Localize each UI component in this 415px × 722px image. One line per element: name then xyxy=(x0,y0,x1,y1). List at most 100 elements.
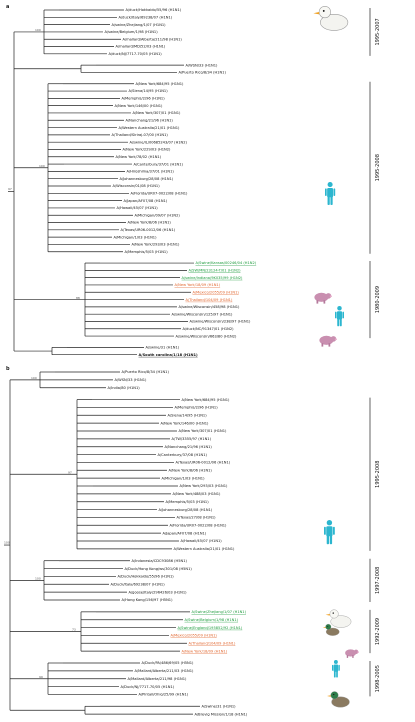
taxon-label: A/Thailand/104/09 (H1N1) xyxy=(186,298,233,302)
taxon-label: A/Nanchang/21/96 (H1N1) xyxy=(126,118,174,122)
taxon-label: A/SW/MN/23124-T/01 (H1N2) xyxy=(189,269,242,273)
taxon-label: A/South carolina/1/18 (H1N1) xyxy=(139,353,199,357)
taxon-label: A/Puerto Rico/8/34 (H1N1) xyxy=(122,370,170,374)
taxon-label: A/Florida/UR07-0022/08 (H1N1) xyxy=(170,523,228,527)
taxon-label: A/swine/Wisconsin/458/98 (H1N1) xyxy=(179,305,240,309)
taxon-label: A/Texas/UR06-0012/06 (H1N1) xyxy=(121,228,176,232)
taxon-label: A/Swine/Belgium/1/98 (H1N1) xyxy=(185,618,239,622)
taxon-label: A/Johannesburg/28/08 (H1N1) xyxy=(120,177,174,181)
taxon-label: A/Memphis/5/03 (H1N1) xyxy=(166,500,210,504)
taxon-label: A/Western Australia/21/01 (H1N1) xyxy=(119,126,181,130)
taxon-label: A/Western Australia/21/01 (H1N1) xyxy=(174,547,236,551)
taxon-label: A/Nanchang/21/96 (H1N1) xyxy=(165,445,213,449)
taxon-label: A/swine/Belgium/1/98 (H1N1) xyxy=(105,30,159,34)
taxon-label: A/Duck/NJ/7717-70/05 (H1N1) xyxy=(121,685,175,689)
taxon-label: A/Hawaii/45/07 (H1N1) xyxy=(117,206,159,210)
taxon-label: A/swine/Wisconsin/125/97 (H1N1) xyxy=(172,312,233,316)
taxon-label: A/Swine/31 (H1N1) xyxy=(202,704,237,708)
taxon-label: A/Wisconsin/01/08 (H1N1) xyxy=(113,184,161,188)
taxon-label: A/New York/18/09 (H1N1) xyxy=(175,283,221,287)
panel-b-tree: bA/Puerto Rico/8/34 (H1N1)A/WSN/33 (H1N1… xyxy=(4,366,381,716)
taxon-label: A/Texas/27/08 (H1N1) xyxy=(177,516,217,520)
panel-a-tree: aA/duck/Hokkaido/55/96 (H1N1)A/duck/Ital… xyxy=(6,4,381,357)
taxon-label: A/swine/31 (H1N1) xyxy=(146,346,180,350)
era-label: 1995-2008 xyxy=(375,461,381,488)
duck-icon xyxy=(322,623,340,636)
taxon-label: A/New York/8/06 (H1N1) xyxy=(169,468,213,472)
taxon-label: A/Michigan/1/03 (H1N1) xyxy=(162,476,206,480)
taxon-label: A/TW/3355/97 (H1N1) xyxy=(172,437,212,441)
taxon-label: A/Swine/England/195852/92 (H1N1) xyxy=(178,626,243,630)
taxon-label: A/Swine/Kansas/00246/04 (H1N2) xyxy=(196,261,257,265)
taxon-label: A/New York/684/95 (H1N1) xyxy=(136,82,184,86)
taxon-label: A/swine/Indiana/9K035/99 (H1N2) xyxy=(182,276,243,280)
taxon-label: A/Duck/Hokkaido/55/96 (H1N1) xyxy=(118,575,175,579)
taxon-label: A/Mallard/Alberta/211/03 (H1N1) xyxy=(135,669,194,673)
taxon-label: A/Hawaii/45/07 (H1N1) xyxy=(181,539,223,543)
taxon-label: A/goose/Italy/296426/03 (H1N1) xyxy=(129,590,188,594)
taxon-label: A/Canterbury/37/08 (H1N1) xyxy=(158,453,208,457)
taxon-label: A/Mallard/Alberta/211/98 (H1N1) xyxy=(128,677,187,681)
taxon-label: A/Japan/AF07/08 (H1N1) xyxy=(124,199,168,203)
taxon-label: A/duck/Hokkaido/55/96 (H1N1) xyxy=(126,8,182,12)
bootstrap-value: 100 xyxy=(39,164,45,168)
era-label: 1995-2008 xyxy=(375,154,381,181)
taxon-label: A/New York/8/06 (H1N1) xyxy=(128,221,172,225)
taxon-label: A/New York/78/02 (H1N1) xyxy=(116,155,162,159)
taxon-label: A/New York/684/95 (H1N1) xyxy=(182,398,230,402)
taxon-label: A/Brevig Mission/1/18 (H1N1) xyxy=(195,712,248,716)
taxon-label: A/New York/146/00 (H1N1) xyxy=(115,104,163,108)
era-label: 1997-2008 xyxy=(375,567,381,594)
taxon-label: A/Japan/AF07/08 (H1N1) xyxy=(163,531,207,535)
taxon-label: A/New York/229/03 (H1N2) xyxy=(123,148,171,152)
taxon-label: A/Johannesburg/28/08 (H1N1) xyxy=(159,508,213,512)
taxon-label: A/WSN/33 (H1N1) xyxy=(115,378,147,382)
duck-icon xyxy=(325,609,352,628)
taxon-label: A/Pintail/Ohio/25/99 (H1N1) xyxy=(139,693,189,697)
taxon-label: A/Hiroshima/37/01 (H1N1) xyxy=(127,170,175,174)
taxon-label: A/New York/488/03 (H1N1) xyxy=(173,492,221,496)
taxon-label: A/New York/293/03 (H1N1) xyxy=(180,484,228,488)
bootstrap-value: 100 xyxy=(35,28,41,32)
taxon-label: A/India/80 (H1N1) xyxy=(108,386,141,390)
pig-icon xyxy=(319,335,337,347)
taxon-label: A/Canterbury/37/01 (H1N1) xyxy=(134,162,184,166)
human-icon xyxy=(324,520,335,545)
bootstrap-value: 73 xyxy=(72,628,76,632)
taxon-label: A/Indonesia/CDC93086 (H5N1) xyxy=(132,559,188,563)
taxon-label: A/Puerto Rico/8/34 (H1N1) xyxy=(179,71,227,75)
taxon-label: A/Michigan/1/03 (H1N1) xyxy=(114,235,158,239)
taxon-label: A/swine/Zhejiang/1/07 (H1N1) xyxy=(112,23,167,27)
bootstrap-value: 97 xyxy=(68,470,72,474)
bootstrap-value: 88 xyxy=(76,296,80,300)
taxon-label: A/mallard/MD/52/03 (H1N1) xyxy=(116,45,166,49)
taxon-label: A/Texas/UR06-0012/06 (H1N1) xyxy=(176,461,231,465)
human-icon xyxy=(335,306,344,327)
taxon-label: A/duck/NJ/7717-70/05 (H1N1) xyxy=(109,52,163,56)
taxon-label: A/New York/307/01 (H1N1) xyxy=(133,111,181,115)
taxon-label: A/Memphis/5/03 (H1N1) xyxy=(125,250,169,254)
pig-icon xyxy=(345,649,359,658)
taxon-label: A/duck/NC/91347/01 (H1N2) xyxy=(183,327,235,331)
duck-icon xyxy=(313,6,349,31)
taxon-label: A/duck/Italy/69238/07 (H1N1) xyxy=(119,16,173,20)
taxon-label: A/New York/293/03 (H1N1) xyxy=(132,243,180,247)
taxon-label: A/swine/Wisconsin/663/80 (H1N2) xyxy=(176,334,237,338)
taxon-label: A/WSN/33 (H1N1) xyxy=(186,63,218,67)
era-label: 1980-2009 xyxy=(375,286,381,313)
taxon-label: A/Thailand/Siriraj-07/00 (H1N1) xyxy=(112,133,169,137)
bootstrap-value: 97 xyxy=(8,187,12,191)
era-label: 1992-2009 xyxy=(375,618,381,645)
pig-icon xyxy=(314,292,332,304)
taxon-label: A/New York/18/09 (H1N1) xyxy=(182,649,228,653)
taxon-label: A/swine/Wisconsin/238/97 (H1N1) xyxy=(190,320,251,324)
taxon-label: A/Siena/14/95 (H1N1) xyxy=(129,89,169,93)
host-icons xyxy=(313,6,359,708)
taxon-label: A/New York/146/00 (H1N1) xyxy=(161,421,209,425)
taxon-label: A/Duck/PA/486/69/05 (H5N1) xyxy=(142,661,195,665)
taxon-label: A/Memphis/2/96 (H1N1) xyxy=(122,97,166,101)
taxon-label: A/Duck/Hong Kong/ws/301/08 (H5N1) xyxy=(125,567,193,571)
bootstrap-value: 100 xyxy=(4,541,10,545)
taxon-label: A/Siena/14/95 (H1N1) xyxy=(168,413,208,417)
taxon-label: A/Swine/Zhejiang/1/07 (H1N1) xyxy=(192,610,247,614)
